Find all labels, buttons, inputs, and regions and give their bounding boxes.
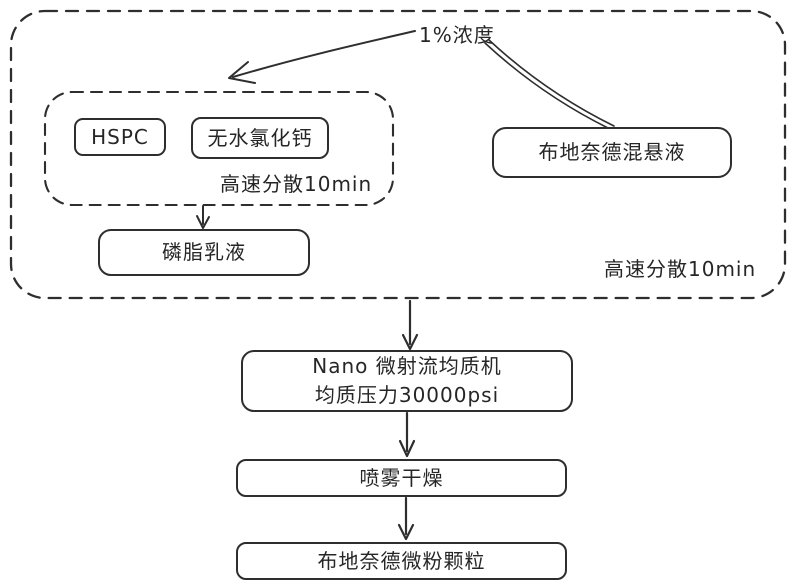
node-phospholipid-emulsion: 磷脂乳液 [98, 229, 310, 276]
node-hspc-label: HSPC [91, 124, 149, 149]
label-outer-dispersion: 高速分散10min [604, 257, 757, 281]
node-budesonide-micropowder-label: 布地奈德微粉颗粒 [317, 548, 486, 573]
node-homogenizer-label-line1: Nano 微射流均质机 [312, 354, 502, 378]
node-anhydrous-calcium-chloride: 无水氯化钙 [191, 117, 329, 159]
node-budesonide-micropowder: 布地奈德微粉颗粒 [236, 542, 567, 580]
connector-label-to-suspension [484, 39, 615, 130]
node-budesonide-suspension-label: 布地奈德混悬液 [538, 140, 686, 164]
node-hspc: HSPC [74, 118, 166, 156]
arrow-spray-drying-to-micropowder [397, 496, 415, 541]
arrow-outer-group-to-homogenizer [401, 299, 419, 351]
outer-dashed-group [9, 9, 787, 300]
label-inner-dispersion: 高速分散10min [220, 172, 373, 196]
arrow-inner-group-to-phospholipid [196, 205, 210, 229]
arrow-homogenizer-to-spray-drying [398, 411, 416, 458]
node-budesonide-suspension: 布地奈德混悬液 [492, 127, 732, 178]
inner-dashed-group [43, 90, 395, 207]
node-anhydrous-calcium-chloride-label: 无水氯化钙 [207, 125, 313, 150]
curved-arrow-concentration [228, 30, 416, 84]
node-spray-drying-label: 喷雾干燥 [359, 465, 444, 490]
label-concentration: 1%浓度 [419, 23, 495, 47]
node-spray-drying: 喷雾干燥 [236, 459, 567, 497]
node-homogenizer: Nano 微射流均质机 均质压力30000psi [241, 350, 573, 412]
node-homogenizer-label-line2: 均质压力30000psi [314, 383, 500, 407]
node-phospholipid-emulsion-label: 磷脂乳液 [162, 240, 246, 264]
